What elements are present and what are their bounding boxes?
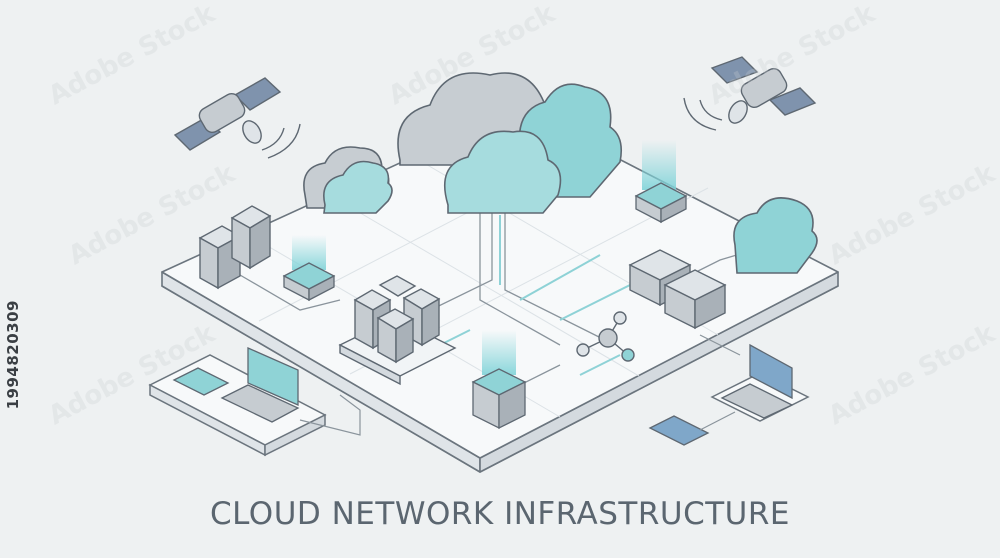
server-cluster [338, 275, 457, 386]
page-title: CLOUD NETWORK INFRASTRUCTURE [209, 496, 790, 532]
cloud-icon [303, 146, 393, 214]
smartphone-icon [172, 367, 230, 396]
laptop-icon [220, 347, 300, 423]
hologram-pad-icon [471, 330, 527, 430]
device-connections [299, 334, 741, 436]
laptop-icon [720, 343, 794, 419]
server-rack-icon [198, 205, 272, 290]
network-node-icon [576, 311, 635, 362]
satellite-icon [683, 56, 817, 131]
cloud-icon [444, 130, 562, 214]
central-cloud-cluster [397, 72, 623, 214]
satellite-icon [173, 77, 301, 159]
hologram-pad-icon [634, 140, 688, 224]
smartphone-icon [648, 415, 710, 446]
hologram-pad-icon [282, 235, 336, 302]
server-block-icon [628, 249, 727, 330]
cloud-icon [733, 197, 818, 274]
stock-id: 1994820309 [4, 300, 22, 410]
